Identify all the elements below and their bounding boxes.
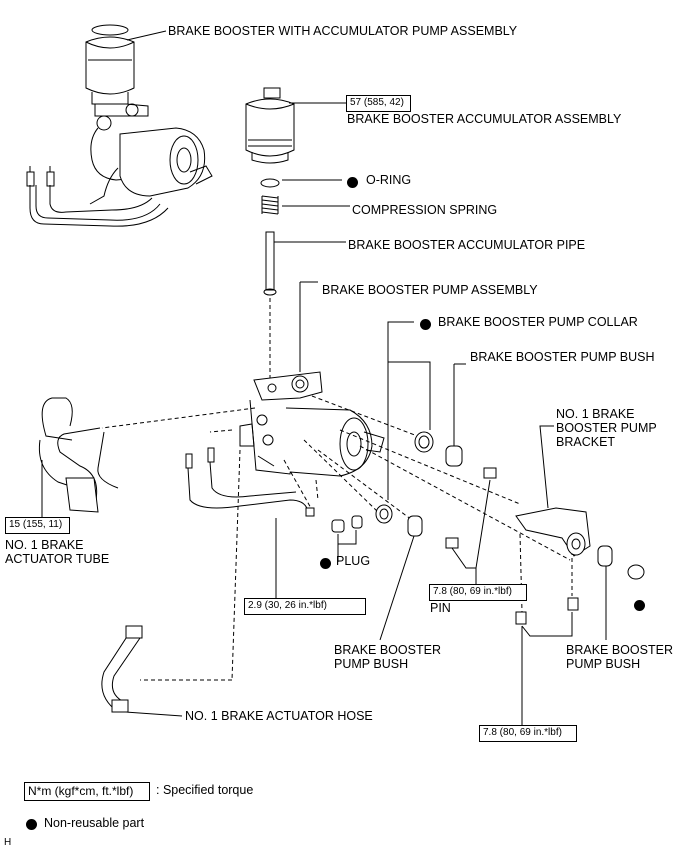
legend-torque-sample: N*m (kgf*cm, ft.*lbf) [24,782,150,801]
leader-assembly [126,30,167,41]
legend-torque-text: : Specified torque [156,783,254,797]
o-ring-illustration [260,178,280,188]
legend-nonreusable-marker [26,819,37,830]
bracket-illustration [515,507,591,557]
label-o-ring: O-RING [366,173,412,187]
label-booster-with-accumulator-assembly: BRAKE BOOSTER WITH ACCUMULATOR PUMP ASSE… [168,24,518,38]
label-accumulator-pipe: BRAKE BOOSTER ACCUMULATOR PIPE [348,238,586,252]
nonreusable-marker-o-ring [347,177,358,188]
label-pump-bush-right: BRAKE BOOSTER PUMP BUSH [566,643,673,671]
label-pump-bush-top: BRAKE BOOSTER PUMP BUSH [470,350,655,364]
label-plug: PLUG [336,554,371,568]
collar-illustration [414,431,434,453]
label-pump-collar: BRAKE BOOSTER PUMP COLLAR [438,315,638,329]
torque-bracket-bolt: 7.8 (80, 69 in.*lbf) [479,725,577,742]
plug-illustrations [305,507,363,533]
spring-illustration [261,195,279,215]
nonreusable-marker-collar [420,319,431,330]
label-actuator-tube: NO. 1 BRAKE ACTUATOR TUBE [5,538,110,566]
pin-illustrations [445,467,579,625]
actuator-tube-illustration [38,397,119,513]
label-pump-bush-left: BRAKE BOOSTER PUMP BUSH [334,643,441,671]
torque-pin: 7.8 (80, 69 in.*lbf) [429,584,527,601]
label-accumulator-assembly: BRAKE BOOSTER ACCUMULATOR ASSEMBLY [347,112,622,126]
torque-plug-fitting: 2.9 (30, 26 in.*lbf) [244,598,366,615]
accumulator-illustration [245,87,295,164]
plug-pipes-illustration [185,447,309,513]
nonreusable-marker-washer [634,600,645,611]
pipe-illustration [263,231,277,296]
torque-accumulator: 57 (585, 42) [346,95,411,112]
legend-nonreusable-text: Non-reusable part [44,816,145,830]
assembled-booster-illustration [26,24,213,227]
label-pump-bracket: NO. 1 BRAKE BOOSTER PUMP BRACKET [556,407,657,449]
label-pump-assembly: BRAKE BOOSTER PUMP ASSEMBLY [322,283,538,297]
nonreusable-marker-plug [320,558,331,569]
label-pin: PIN [430,601,451,615]
pump-assembly-illustration [239,371,385,477]
label-compression-spring: COMPRESSION SPRING [352,203,498,217]
actuator-hose-illustration [101,625,143,713]
label-actuator-hose: NO. 1 BRAKE ACTUATOR HOSE [185,709,373,723]
torque-actuator-tube: 15 (155, 11) [5,517,70,534]
corner-mark: H [4,837,12,848]
